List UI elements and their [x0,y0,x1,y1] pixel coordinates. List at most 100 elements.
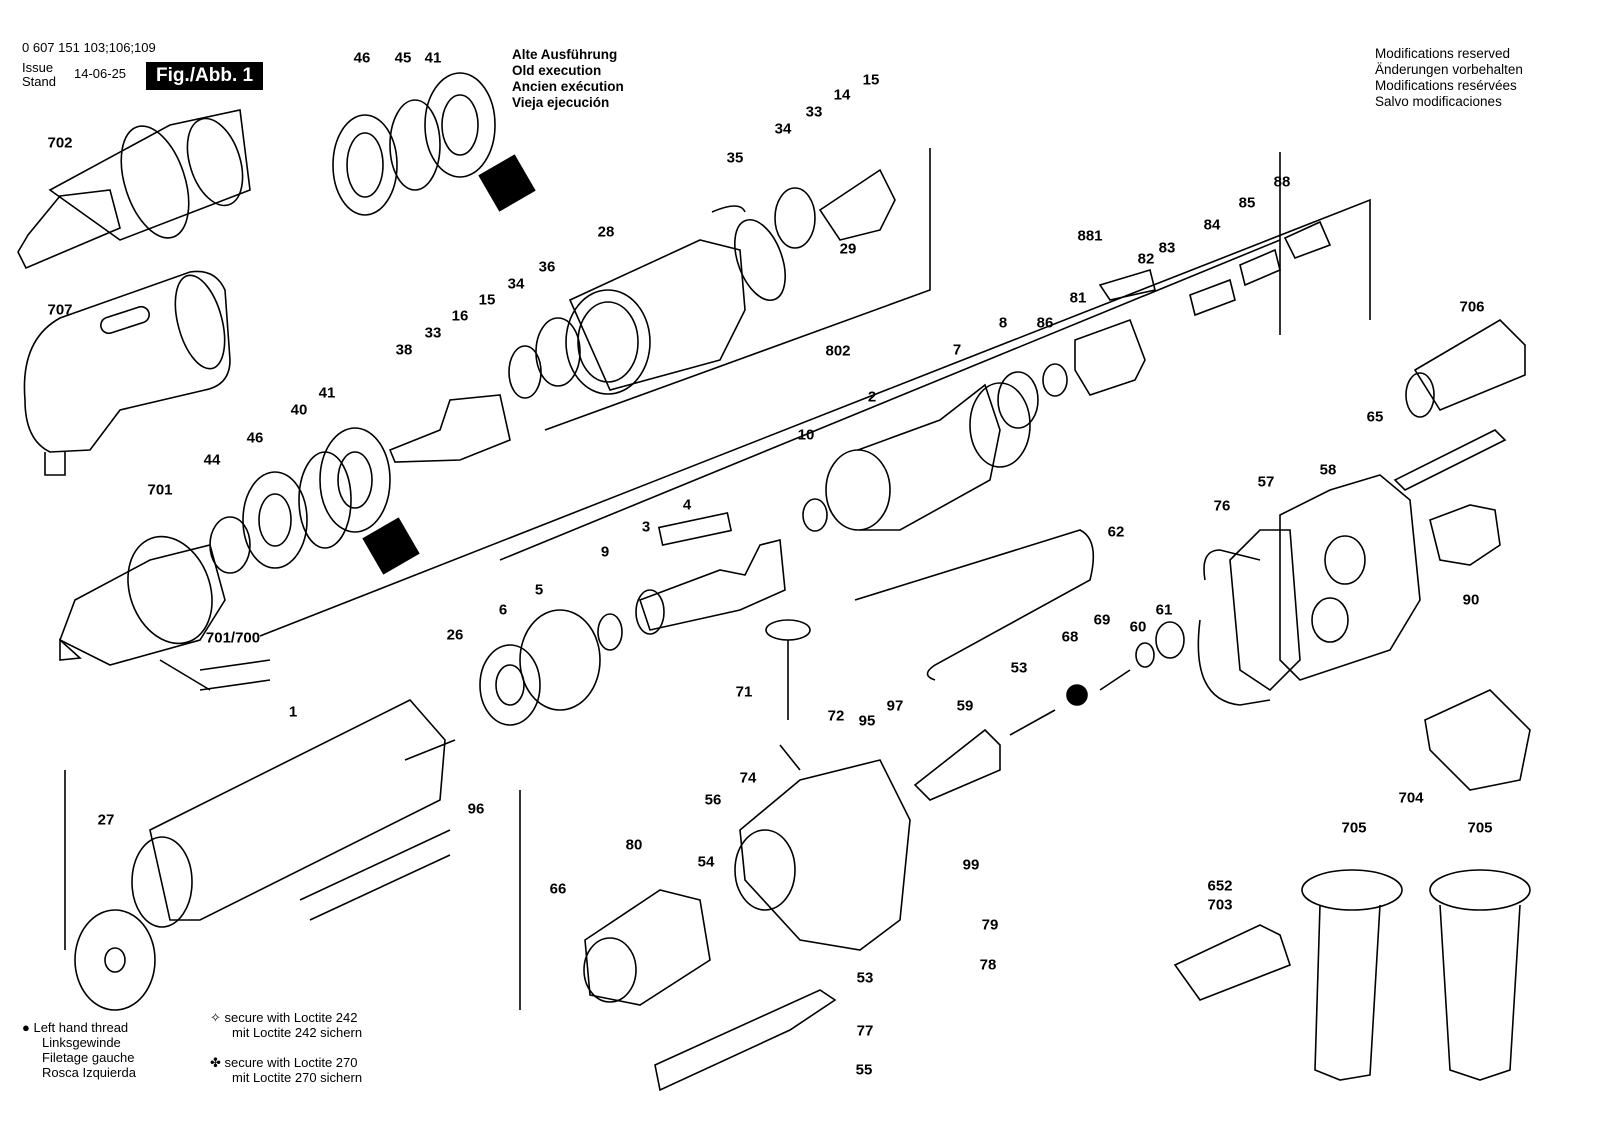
part-label: 707 [47,301,73,319]
legend-line: ● Left hand thread [22,1020,129,1035]
part-label: 15 [478,291,496,309]
keyless-chuck-702 [17,109,251,270]
modifications-line: Salvo modificaciones [1375,94,1502,109]
ball-68 [1066,684,1088,706]
part-label: 2 [867,388,877,406]
spring-85 [1239,248,1281,287]
part-label: 802 [825,342,851,360]
part-label: 34 [507,275,525,293]
part-label: 61 [1155,601,1173,619]
circlip-35 [711,205,746,213]
ring-45 [389,99,441,191]
clamp-704 [1424,689,1531,791]
part-label: 85 [1238,194,1256,212]
left-hand-thread-stamp-left [362,517,420,575]
part-label: 6 [498,601,508,619]
part-label: 45 [394,49,412,67]
washer-86 [1042,363,1068,397]
part-label: 33 [805,103,823,121]
part-label: 55 [855,1061,873,1079]
legend-line: ✧ secure with Loctite 242 [210,1010,358,1025]
part-label: 705 [1467,819,1493,837]
screw-88 [1283,220,1332,259]
figure-label: Fig./Abb. 1 [146,62,264,90]
cylinder-2 [825,382,1031,531]
old-execution-line: Ancien exécution [512,79,624,94]
part-label: 28 [597,223,615,241]
modifications-line: Änderungen vorbehalten [1375,62,1523,77]
legend-line: Filetage gauche [42,1050,135,1065]
bearing-41-top [424,72,496,178]
part-label: 77 [856,1022,874,1040]
part-label: 9 [600,543,610,561]
legend-line: mit Loctite 242 sichern [232,1025,363,1040]
part-label: 10 [797,426,815,444]
silencer-706 [1405,318,1526,418]
ring-46-left [242,471,308,569]
part-label: 62 [1107,523,1125,541]
issue-date: 14-06-25 [74,66,127,81]
part-label: 38 [395,341,413,359]
part-label: 27 [97,811,115,829]
legend-loctite-242: ✧ secure with Loctite 242 mit Loctite 24… [210,1010,362,1040]
part-label: 60 [1129,618,1147,636]
valve-71 [765,619,811,641]
pin-53 [1009,709,1056,736]
part-label: 41 [424,49,442,67]
gasket-76 [1197,549,1271,706]
side-handle-705-left [1301,869,1403,1081]
part-label: 57 [1257,473,1275,491]
angle-head-707 [23,270,231,476]
lever-82 [1098,268,1156,301]
legend-loctite-270: ✤ secure with Loctite 270 mit Loctite 27… [210,1055,362,1085]
throttle-59 [913,728,1001,801]
washer-34 [508,345,542,399]
ring-46-top [332,114,398,216]
part-label: 701/700 [205,629,261,647]
seal-60 [1135,642,1155,668]
part-label: 59 [956,697,974,715]
part-label: 36 [538,258,556,276]
plug-90 [1429,504,1501,566]
label-96 [299,829,451,921]
part-label: 66 [549,880,567,898]
part-label: 701 [147,481,173,499]
handle-80 [584,889,711,1006]
part-label: 72 [827,707,845,725]
part-label: 5 [534,581,544,599]
nut-61 [1155,621,1185,659]
leader-lines [259,148,1371,761]
stand-label: Stand [22,74,56,89]
part-label: 74 [739,769,757,787]
part-label: 16 [451,307,469,325]
part-label: 704 [1398,789,1424,807]
part-label: 58 [1319,461,1337,479]
part-label: 83 [1158,239,1176,257]
part-label: 95 [858,712,876,730]
part-label: 706 [1459,298,1485,316]
part-label: 7 [952,341,962,359]
part-label: 703 [1207,896,1233,914]
washer-36 [535,317,581,387]
part-label: 41 [318,384,336,402]
vane-4 [657,511,733,547]
part-label: 3 [641,518,651,536]
washer-34-upper [774,187,816,249]
part-label: 78 [979,956,997,974]
modifications-line: Modifications reserved [1375,46,1511,61]
old-execution-note: Alte Ausführung Old execution Ancien exé… [512,47,624,111]
legend-line: Linksgewinde [42,1035,121,1050]
part-numbers: 0 607 151 103;106;109 [22,40,156,55]
part-label: 44 [203,451,221,469]
part-label: 84 [1203,216,1221,234]
wire-62 [854,529,1095,681]
legend-text: Left hand thread [33,1020,129,1035]
part-label: 40 [290,401,308,419]
part-label: 15 [862,71,880,89]
bolt-65 [1393,429,1507,491]
part-label: 68 [1061,628,1079,646]
part-label: 81 [1069,289,1087,307]
old-execution-line: Old execution [512,63,602,78]
side-handle-705-right [1429,869,1531,1081]
issue-label: Issue [22,60,54,75]
